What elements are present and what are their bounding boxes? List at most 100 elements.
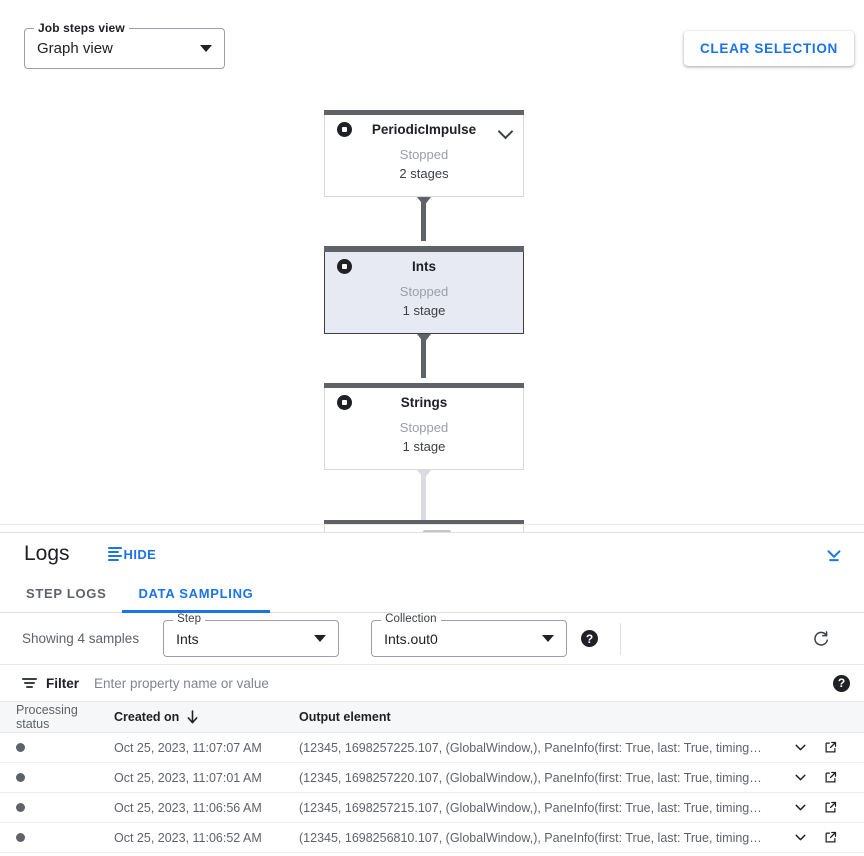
node-status: Stopped: [399, 420, 449, 435]
hide-logs-label: HIDE: [123, 546, 157, 562]
logs-header: Logs HIDE: [0, 533, 864, 575]
status-dot-icon: [16, 773, 25, 782]
collapse-down-icon: [827, 550, 841, 562]
node-stages: 1 stage: [402, 439, 446, 454]
open-in-new-icon[interactable]: [823, 740, 838, 755]
collection-select-label: Collection: [381, 613, 441, 625]
node-header: Ints: [325, 252, 523, 282]
chevron-down-icon: [200, 45, 212, 52]
data-sampling-table: Processing status Created on Output elem…: [0, 702, 864, 856]
job-steps-view-label: Job steps view: [34, 21, 129, 35]
stop-icon: [337, 395, 352, 410]
job-steps-view-value: Graph view: [37, 40, 113, 57]
node-title: Strings: [400, 395, 448, 410]
chevron-down-icon: [542, 635, 555, 642]
tab-data-sampling[interactable]: DATA SAMPLING: [122, 575, 270, 613]
job-graph-pane: Job steps view Graph view CLEAR SELECTIO…: [0, 0, 864, 532]
table-row[interactable]: Oct 25, 2023, 11:07:01 AM (12345, 169825…: [0, 763, 864, 793]
panel-resize-handle[interactable]: [423, 530, 451, 532]
graph-node-partial[interactable]: [324, 520, 524, 532]
collapse-panel-button[interactable]: [820, 541, 848, 569]
node-accent-bar: [324, 383, 524, 388]
step-select-value: Ints: [176, 630, 199, 647]
column-header-output-element[interactable]: Output element: [299, 710, 391, 724]
graph-edge-3-arrow: [417, 470, 431, 479]
node-accent-bar: [324, 110, 524, 115]
graph-divider: [0, 524, 864, 525]
graph-edge-3: [421, 470, 426, 520]
cell-created-on: Oct 25, 2023, 11:06:56 AM: [114, 800, 262, 815]
node-accent-bar: [324, 246, 524, 252]
stop-icon: [337, 259, 352, 274]
graph-node-ints[interactable]: Ints Stopped 1 stage: [324, 246, 524, 334]
cell-created-on: Oct 25, 2023, 11:06:52 AM: [114, 830, 262, 845]
filter-row: Filter ?: [0, 665, 864, 702]
filter-input[interactable]: [94, 675, 823, 691]
logs-tabs: STEP LOGS DATA SAMPLING: [0, 575, 864, 613]
table-row[interactable]: Oct 25, 2023, 11:07:07 AM (12345, 169825…: [0, 733, 864, 763]
job-steps-view-select[interactable]: Job steps view Graph view: [24, 21, 225, 69]
step-select[interactable]: Step Ints: [163, 613, 340, 657]
refresh-icon: [814, 631, 828, 646]
hide-logs-button[interactable]: HIDE: [107, 546, 157, 562]
filter-label: Filter: [46, 675, 80, 691]
graph-edge-1: [421, 197, 426, 241]
cell-output-element: (12345, 1698257215.107, (GlobalWindow,),…: [299, 800, 762, 815]
node-header: PeriodicImpulse: [325, 115, 523, 145]
sort-descending-icon: [186, 709, 199, 725]
logs-panel: Logs HIDE STEP LOGS DATA SAMPLING Showin…: [0, 532, 864, 856]
expand-row-chevron-down-icon[interactable]: [792, 799, 809, 816]
help-icon[interactable]: ?: [581, 630, 599, 647]
node-stages: 2 stages: [399, 166, 449, 181]
clear-selection-button[interactable]: CLEAR SELECTION: [683, 31, 854, 66]
row-actions: [792, 829, 864, 846]
node-title: PeriodicImpulse: [371, 122, 477, 137]
step-select-label: Step: [173, 613, 206, 625]
cell-output-element: (12345, 1698256810.107, (GlobalWindow,),…: [299, 830, 762, 845]
status-dot-icon: [16, 803, 25, 812]
tab-step-logs[interactable]: STEP LOGS: [10, 575, 122, 612]
table-row[interactable]: Oct 25, 2023, 11:06:52 AM (12345, 169825…: [0, 823, 864, 853]
column-header-created-on-label: Created on: [114, 710, 180, 724]
node-status: Stopped: [399, 147, 449, 162]
collection-select-value: Ints.out0: [384, 630, 438, 647]
open-in-new-icon[interactable]: [823, 830, 838, 845]
cell-created-on: Oct 25, 2023, 11:07:01 AM: [114, 770, 262, 785]
node-title: Ints: [411, 259, 436, 274]
row-actions: [792, 739, 864, 756]
column-header-processing-status[interactable]: Processing status: [16, 703, 78, 731]
row-actions: [792, 799, 864, 816]
chevron-down-icon[interactable]: [500, 125, 512, 137]
expand-row-chevron-down-icon[interactable]: [792, 829, 809, 846]
cell-processing-status: [0, 743, 114, 752]
cell-created-on: Oct 25, 2023, 11:07:07 AM: [114, 740, 262, 755]
graph-node-strings[interactable]: Strings Stopped 1 stage: [324, 383, 524, 470]
cell-output-element: (12345, 1698257225.107, (GlobalWindow,),…: [299, 740, 762, 755]
help-icon[interactable]: ?: [833, 674, 850, 692]
status-dot-icon: [16, 833, 25, 842]
table-header: Processing status Created on Output elem…: [0, 702, 864, 733]
stop-icon: [337, 122, 352, 137]
expand-row-chevron-down-icon[interactable]: [792, 769, 809, 786]
cell-processing-status: [0, 833, 114, 842]
expand-row-chevron-down-icon[interactable]: [792, 739, 809, 756]
list-lines-icon: [107, 547, 122, 561]
open-in-new-icon[interactable]: [823, 770, 838, 785]
column-header-created-on[interactable]: Created on: [114, 709, 299, 725]
cell-processing-status: [0, 773, 114, 782]
node-status: Stopped: [399, 284, 449, 299]
graph-edge-1-arrow: [417, 197, 431, 206]
refresh-button[interactable]: [808, 626, 834, 652]
toolbar-divider: [620, 622, 622, 655]
graph-edge-2-arrow: [417, 334, 431, 343]
row-actions: [792, 769, 864, 786]
filter-icon: [22, 678, 37, 689]
open-in-new-icon[interactable]: [823, 800, 838, 815]
collection-select[interactable]: Collection Ints.out0: [371, 613, 568, 657]
graph-edge-2: [421, 334, 426, 378]
table-row[interactable]: Oct 25, 2023, 11:06:56 AM (12345, 169825…: [0, 793, 864, 823]
node-stages: 1 stage: [402, 303, 446, 318]
graph-node-periodicimpulse[interactable]: PeriodicImpulse Stopped 2 stages: [324, 110, 524, 197]
chevron-down-icon: [314, 635, 327, 642]
node-accent-bar: [324, 520, 524, 525]
